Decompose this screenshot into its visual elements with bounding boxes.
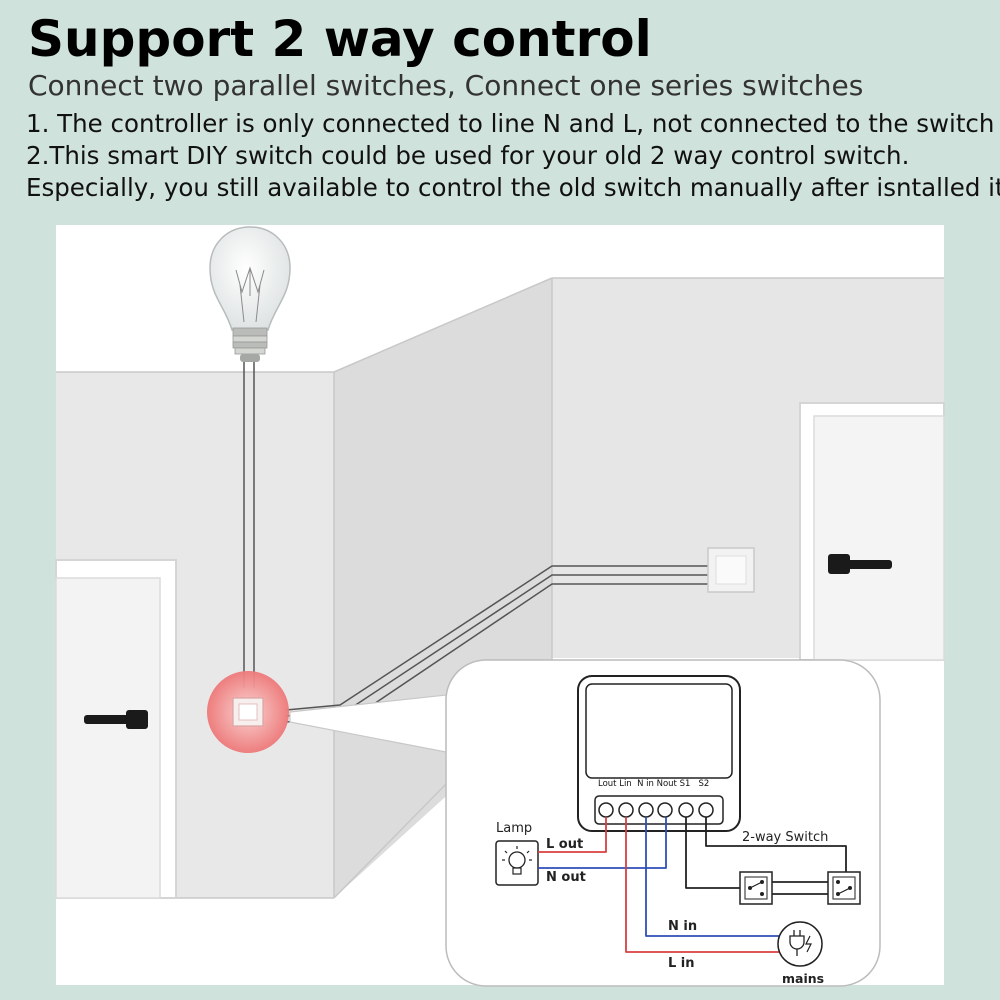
lamp-label: Lamp xyxy=(496,821,532,836)
wire-n-in xyxy=(645,817,780,937)
mains-plug-icon xyxy=(777,921,823,967)
left-door xyxy=(55,559,177,899)
terminal-labels: Lout Lin N in Nout S1 S2 xyxy=(598,779,709,789)
label-l-out: L out xyxy=(546,837,583,852)
label-n-in: N in xyxy=(668,919,697,934)
label-l-in: L in xyxy=(668,956,695,971)
controller-location-highlight xyxy=(207,671,289,753)
two-way-switch-a-icon xyxy=(739,871,773,905)
label-2-way-switch: 2-way Switch xyxy=(742,830,828,845)
two-way-switch-b-icon xyxy=(827,871,861,905)
wire-s2 xyxy=(705,817,847,872)
wire-n-out xyxy=(538,817,667,869)
bulb-cable xyxy=(243,362,255,688)
door-handle-left xyxy=(84,715,134,724)
page-title: Support 2 way control xyxy=(28,10,652,68)
label-n-out: N out xyxy=(546,870,586,885)
description-line-1: 1. The controller is only connected to l… xyxy=(26,109,995,138)
page-subtitle: Connect two parallel switches, Connect o… xyxy=(28,69,864,102)
wiring-diagram-panel: Lout Lin N in Nout S1 S2 Lamp xyxy=(445,659,881,987)
wire-l-out xyxy=(538,817,607,853)
smart-switch-module: Lout Lin N in Nout S1 S2 xyxy=(577,675,741,832)
lamp-icon xyxy=(495,840,539,886)
label-mains: mains xyxy=(782,971,824,986)
description-line-2: 2.This smart DIY switch could be used fo… xyxy=(26,141,910,170)
wall-switch-2way xyxy=(707,547,755,593)
right-door xyxy=(799,402,945,661)
wire-s1 xyxy=(685,817,740,889)
wire-l-in xyxy=(625,817,780,953)
description-line-3: Especially, you still available to contr… xyxy=(26,173,1000,202)
light-bulb-icon xyxy=(209,226,291,362)
room-illustration xyxy=(55,225,945,985)
